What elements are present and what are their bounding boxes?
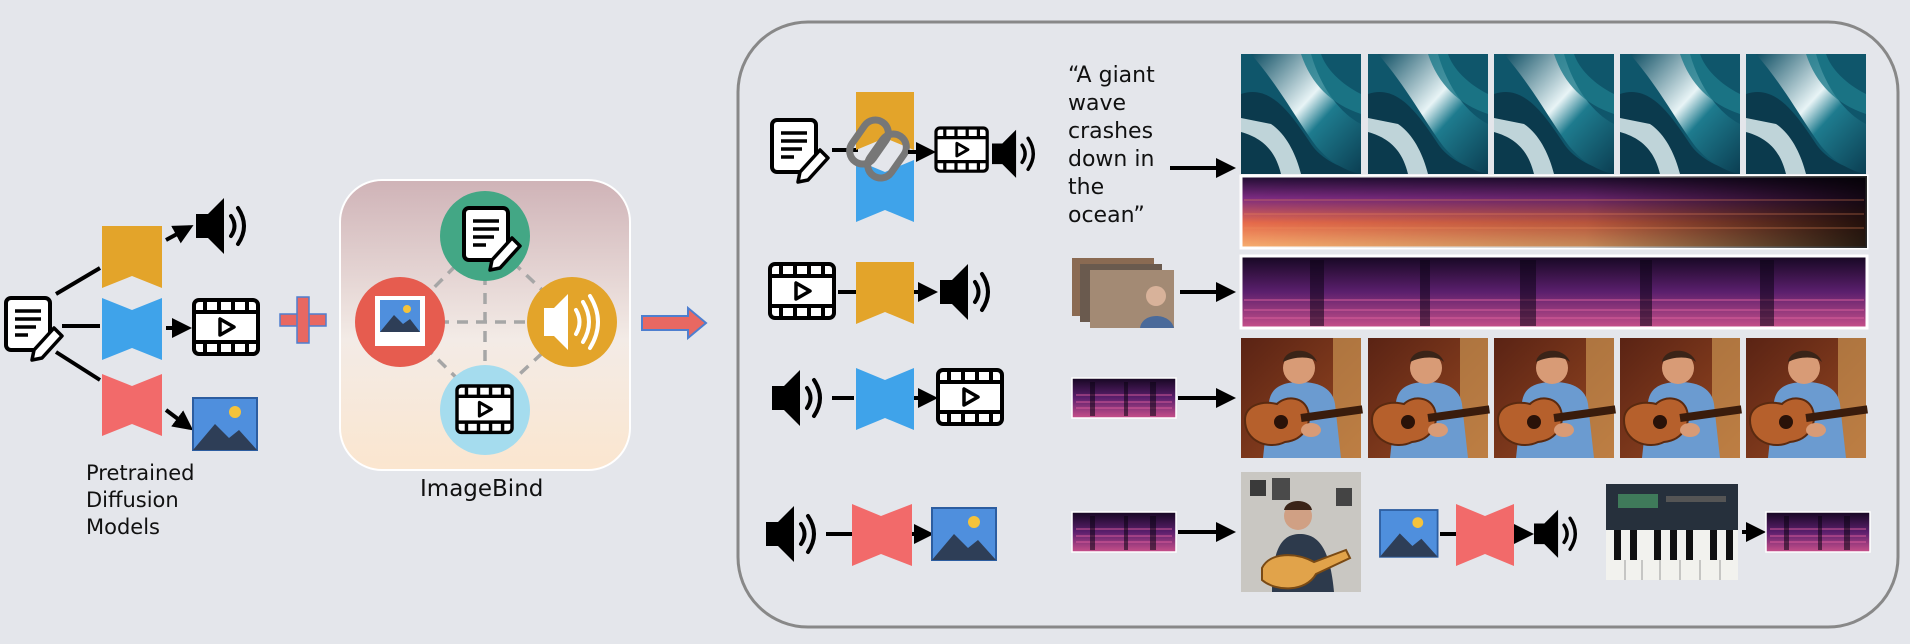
text-doc-icon bbox=[770, 118, 830, 184]
video-output-icon bbox=[934, 126, 989, 173]
row-text-to-video-audio bbox=[770, 54, 1869, 250]
big-right-arrow bbox=[641, 305, 708, 341]
arrow bbox=[164, 408, 194, 431]
text-doc-icon bbox=[4, 296, 64, 362]
diffusion-model-orange-icon bbox=[102, 226, 162, 288]
pretrained-models-caption: Pretrained Diffusion Models bbox=[86, 460, 216, 541]
speech-spectrogram bbox=[1239, 254, 1869, 330]
video-output-icon bbox=[192, 298, 260, 356]
video-modality-node bbox=[440, 365, 530, 455]
results-panel bbox=[736, 20, 1900, 629]
text-modality-node bbox=[440, 191, 530, 281]
caption-line: Pretrained bbox=[86, 461, 195, 485]
guitar-video-frame bbox=[1367, 337, 1491, 459]
pretrained-models-group bbox=[4, 196, 260, 451]
input-audio-spectrogram bbox=[1071, 377, 1177, 419]
image-modality-node bbox=[355, 277, 445, 367]
generated-guitarist-image bbox=[1241, 472, 1361, 592]
wave-video-frame bbox=[1241, 54, 1361, 174]
row-video-to-audio bbox=[768, 254, 1869, 330]
diffusion-model-red-icon bbox=[102, 374, 162, 436]
caption-line: Diffusion bbox=[86, 488, 179, 512]
diffusion-model-red-icon bbox=[852, 504, 912, 566]
image-input-icon bbox=[1379, 509, 1439, 558]
input-video-thumbnails bbox=[1072, 258, 1174, 328]
wave-video-frame bbox=[1746, 54, 1866, 174]
guitar-video-frame bbox=[1240, 337, 1364, 459]
row-audio-to-image-to-audio bbox=[764, 472, 1871, 592]
guitar-video-frame bbox=[1493, 337, 1617, 459]
imagebind-box bbox=[339, 179, 631, 471]
audio-output-icon bbox=[194, 196, 246, 256]
link-line bbox=[54, 350, 102, 382]
audio-input-icon bbox=[770, 368, 822, 428]
caption-line: Models bbox=[86, 515, 160, 539]
input-audio-spectrogram bbox=[1071, 511, 1177, 553]
image-output-icon bbox=[931, 507, 997, 561]
diffusion-model-blue-icon bbox=[102, 298, 162, 360]
video-input-icon bbox=[768, 262, 836, 320]
imagebind-label: ImageBind bbox=[420, 476, 544, 502]
wave-video-frame bbox=[1494, 54, 1614, 174]
plus-sign-icon bbox=[279, 296, 327, 344]
audio-modality-node bbox=[527, 277, 617, 367]
prompt-text: “A giant wave crashes down in the ocean” bbox=[1068, 63, 1155, 228]
arrow bbox=[165, 225, 194, 244]
wave-video-frame bbox=[1620, 54, 1740, 174]
audio-input-icon bbox=[764, 504, 816, 564]
chain-link-icon bbox=[846, 116, 910, 182]
video-output-icon bbox=[936, 368, 1004, 426]
wave-spectrogram bbox=[1239, 174, 1869, 250]
output-audio-spectrogram bbox=[1765, 511, 1871, 553]
guitar-video-frame bbox=[1619, 337, 1743, 459]
diffusion-model-red-icon bbox=[1456, 504, 1514, 566]
wave-video-frame bbox=[1368, 54, 1488, 174]
row-audio-to-video bbox=[770, 337, 1869, 459]
audio-output-icon bbox=[990, 128, 1036, 180]
audio-output-icon bbox=[1532, 508, 1578, 560]
diffusion-model-blue-icon bbox=[856, 368, 914, 430]
guitar-video-frame bbox=[1745, 337, 1869, 459]
link-line bbox=[54, 266, 102, 296]
diffusion-model-orange-icon bbox=[856, 262, 914, 324]
keyboard-image bbox=[1606, 484, 1738, 580]
audio-output-icon bbox=[938, 262, 990, 322]
image-output-icon bbox=[192, 397, 258, 451]
diffusion-model-blue-icon bbox=[856, 160, 914, 222]
